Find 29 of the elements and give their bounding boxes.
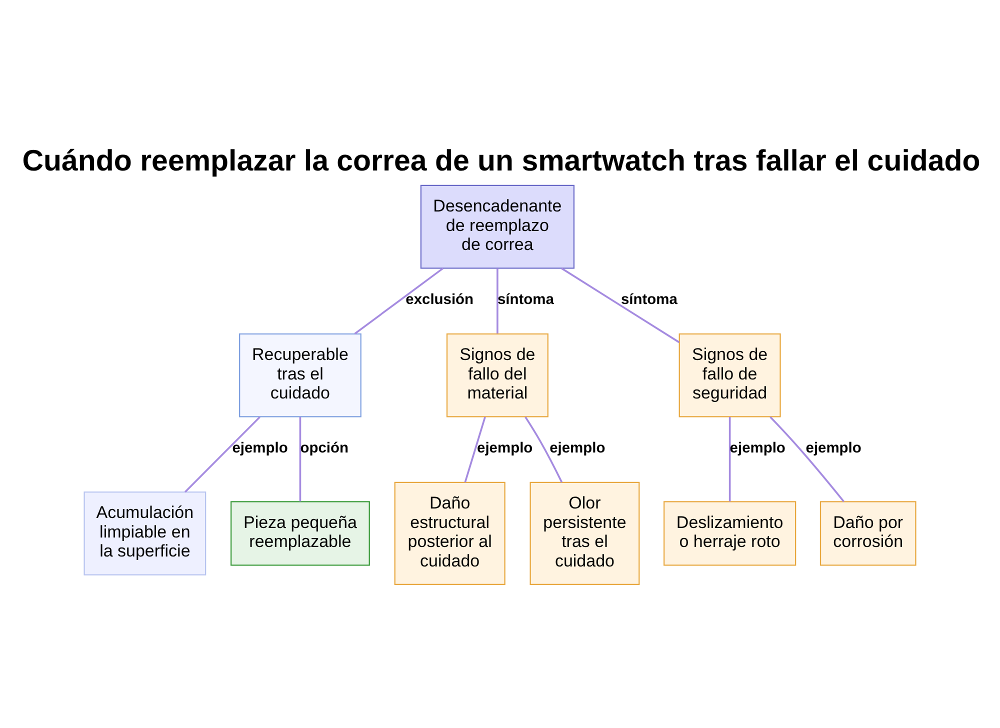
diagram-title: Cuándo reemplazar la correa de un smartwatch tras fallar el cuidado	[22, 144, 980, 178]
edge-label: ejemplo	[806, 440, 862, 456]
connector	[561, 268, 680, 344]
connector	[354, 268, 444, 334]
node-box: Signos de fallo del material	[446, 333, 548, 418]
node-box: Pieza pequeña reemplazable	[230, 501, 370, 566]
connector	[728, 417, 731, 502]
edge-label: ejemplo	[232, 440, 288, 456]
node-box: Daño por corrosión	[820, 501, 916, 566]
node-box: Signos de fallo de seguridad	[678, 333, 781, 418]
edge-label: ejemplo	[730, 440, 786, 456]
node-box: Daño estructural posterior al cuidado	[394, 482, 506, 586]
edge-label: síntoma	[497, 292, 554, 308]
edge-label: ejemplo	[477, 440, 533, 456]
connector	[184, 416, 260, 493]
node-box: Olor persistente tras el cuidado	[530, 482, 640, 586]
edge-label: exclusión	[406, 292, 474, 308]
edge-label: síntoma	[621, 292, 678, 308]
node-box: Acumulación limpiable en la superficie	[84, 492, 206, 576]
edge-label: opción	[300, 440, 348, 456]
connector	[524, 416, 563, 483]
connector	[770, 416, 844, 502]
edge-label: ejemplo	[550, 440, 606, 456]
node-box: Deslizamiento o herraje roto	[664, 501, 796, 566]
connector	[464, 416, 486, 482]
node-box: Recuperable tras el cuidado	[239, 333, 362, 418]
connector	[299, 417, 302, 502]
connector	[496, 268, 498, 334]
node-box: Desencadenante de reemplazo de correa	[420, 184, 575, 269]
